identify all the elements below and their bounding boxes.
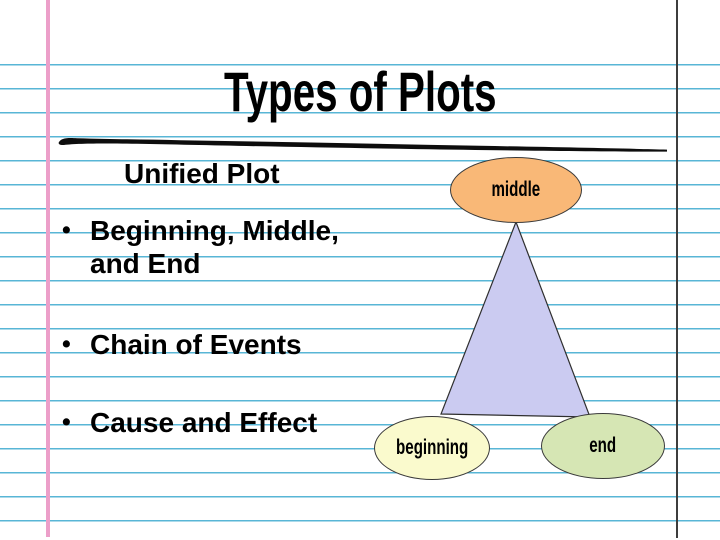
slide-title: Types of Plots — [0, 64, 720, 120]
bullet-item: • Beginning, Middle, and End — [62, 214, 365, 280]
plot-triangle — [440, 221, 591, 418]
bullet-marker: • — [62, 216, 71, 244]
slide-title-text: Types of Plots — [223, 60, 497, 123]
bullet-item: • Chain of Events — [62, 328, 365, 361]
notebook-margin-line — [46, 0, 50, 537]
node-end: end — [541, 413, 665, 479]
bullet-text: Beginning, Middle, and End — [90, 215, 339, 279]
marker-underline-stroke — [58, 137, 667, 152]
bullet-marker: • — [62, 330, 71, 358]
bullet-item: • Cause and Effect — [62, 406, 365, 439]
node-middle: middle — [450, 157, 582, 223]
node-middle-label: middle — [491, 178, 541, 201]
node-beginning-label: beginning — [395, 436, 469, 459]
bullet-text: Chain of Events — [90, 329, 302, 360]
page-edge-line — [676, 0, 678, 538]
bullet-text: Cause and Effect — [90, 407, 318, 438]
bullet-marker: • — [62, 408, 71, 436]
subtitle: Unified Plot — [124, 158, 280, 189]
node-beginning: beginning — [374, 416, 490, 480]
node-end-label: end — [589, 434, 617, 457]
